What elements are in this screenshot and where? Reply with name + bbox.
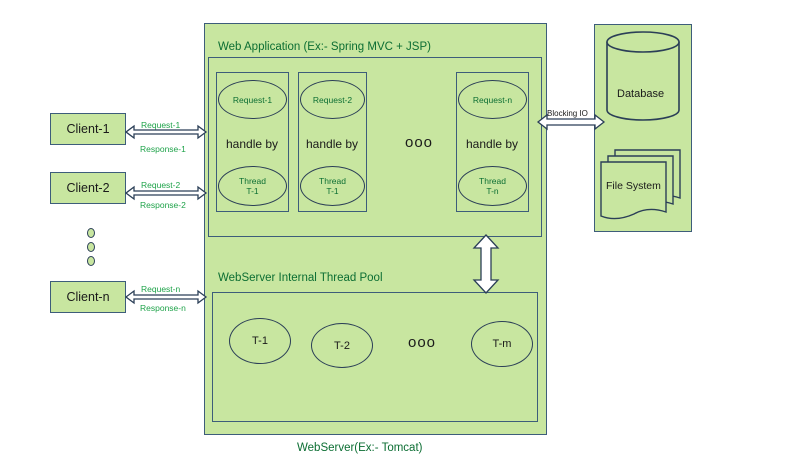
webapp-label: Web Application (Ex:- Spring MVC + JSP) bbox=[218, 41, 431, 53]
client-dot-3 bbox=[87, 256, 95, 266]
thread-2-line2: T-1 bbox=[326, 186, 339, 196]
client-2-box: Client-2 bbox=[50, 172, 126, 204]
client-1-response-label: Response-1 bbox=[140, 144, 186, 154]
client-n-response-label: Response-n bbox=[140, 303, 186, 313]
client-1-request-label: Request-1 bbox=[141, 120, 181, 130]
database-icon bbox=[606, 31, 680, 121]
handle-by-n: handle by bbox=[466, 137, 519, 151]
handle-by-2: handle by bbox=[306, 137, 359, 151]
pool-thread-1: T-1 bbox=[229, 318, 291, 364]
thread-2-line1: Thread bbox=[319, 176, 346, 186]
thread-1-line2: T-1 bbox=[246, 186, 259, 196]
blocking-io-label: Blocking IO bbox=[547, 109, 588, 118]
client-n-request-label: Request-n bbox=[141, 284, 181, 294]
handle-by-1: handle by bbox=[226, 137, 279, 151]
pool-ellipsis: ooo bbox=[408, 334, 437, 351]
file-system-icon bbox=[600, 149, 681, 220]
webserver-label: WebServer(Ex:- Tomcat) bbox=[297, 442, 423, 454]
thread-pool-label: WebServer Internal Thread Pool bbox=[218, 272, 383, 284]
client-2-request-label: Request-2 bbox=[141, 180, 181, 190]
thread-ellipse-2: Thread T-1 bbox=[300, 166, 365, 206]
client-arrows bbox=[124, 113, 606, 305]
pool-thread-m: T-m bbox=[471, 321, 533, 367]
thread-ellipse-1: Thread T-1 bbox=[218, 166, 287, 206]
request-ellipse-1: Request-1 bbox=[218, 80, 287, 119]
client-dot-2 bbox=[87, 242, 95, 252]
request-ellipse-n: Request-n bbox=[458, 80, 527, 119]
request-ellipse-2: Request-2 bbox=[300, 80, 365, 119]
client-dot-1 bbox=[87, 228, 95, 238]
thread-n-line1: Thread bbox=[479, 176, 506, 186]
thread-1-line1: Thread bbox=[239, 176, 266, 186]
client-1-box: Client-1 bbox=[50, 113, 126, 145]
client-2-response-label: Response-2 bbox=[140, 200, 186, 210]
app-ellipsis: ooo bbox=[405, 134, 434, 151]
thread-n-line2: T-n bbox=[486, 186, 499, 196]
client-n-box: Client-n bbox=[50, 281, 126, 313]
thread-ellipse-n: Thread T-n bbox=[458, 166, 527, 206]
database-label: Database bbox=[617, 88, 665, 100]
file-system-label: File System bbox=[606, 180, 661, 192]
pool-thread-2: T-2 bbox=[311, 323, 373, 368]
